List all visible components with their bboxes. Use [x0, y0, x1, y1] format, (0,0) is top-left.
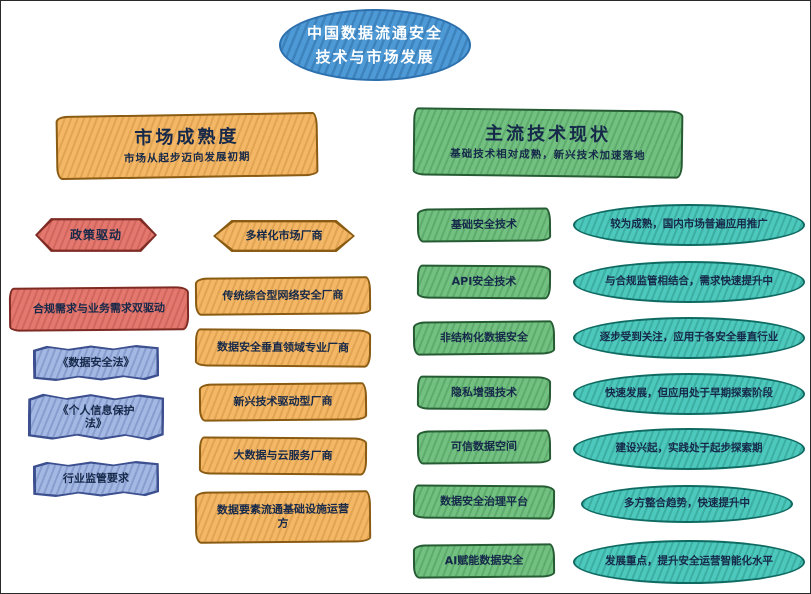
root-topic-line1: 中国数据流通安全 — [306, 24, 443, 42]
tech-status-trusted-data-space: 建设兴起，实践处于起步探索期 — [573, 428, 805, 470]
tech-item-api-security: API安全技术 — [416, 264, 552, 300]
industry-regulation-flag: 行业监管要求 — [33, 458, 159, 499]
tech-item-ai-empowered: AI赋能数据安全 — [412, 543, 556, 579]
tech-status-governance-platform: 多方整合趋势，快速提升中 — [581, 485, 793, 523]
tech-status-api-security: 与合规监管相结合，需求快速提升中 — [573, 261, 805, 303]
vendor-emerging-tech: 新兴技术驱动型厂商 — [198, 382, 368, 422]
vendor-traditional-security: 传统综合型网络安全厂商 — [194, 276, 372, 316]
industry-regulation-label: 行业监管要求 — [35, 461, 156, 497]
tech-status-ai-empowered: 发展重点，提升安全运营智能化水平 — [573, 540, 805, 584]
data-security-law-label: 《数据安全法》 — [35, 345, 156, 381]
tech-status-basic-security: 较为成熟，国内市场普遍应用推广 — [573, 204, 805, 246]
tech-branch-header: 主流技术现状 基础技术相对成熟，新兴技术加速落地 — [412, 107, 684, 179]
market-branch-header: 市场成熟度 市场从起步迈向发展初期 — [55, 111, 319, 181]
tech-item-basic-security: 基础安全技术 — [416, 207, 552, 243]
policy-driver-hexagon: 政策驱动 — [35, 217, 157, 253]
tech-item-unstructured-data: 非结构化数据安全 — [412, 320, 556, 356]
market-subtitle: 市场从起步迈向发展初期 — [123, 151, 251, 166]
root-topic-line2: 技术与市场发展 — [315, 48, 435, 66]
root-topic: 中国数据流通安全 技术与市场发展 — [279, 9, 471, 81]
tech-item-privacy-enhancing: 隐私增强技术 — [416, 375, 552, 411]
personal-info-law-label: 《个人信息保护法》 — [30, 393, 161, 441]
tech-item-governance-platform: 数据安全治理平台 — [412, 484, 556, 520]
vendor-header-label: 多样化市场厂商 — [215, 222, 353, 250]
personal-info-law-flag: 《个人信息保护法》 — [28, 391, 164, 444]
vendor-vertical-specialist: 数据安全垂直领域专业厂商 — [194, 328, 372, 368]
tech-item-trusted-data-space: 可信数据空间 — [416, 429, 552, 465]
policy-driver-label: 政策驱动 — [37, 220, 155, 250]
vendor-infrastructure-operator: 数据要素流通基础设施运营方 — [194, 490, 372, 544]
market-title: 市场成熟度 — [134, 125, 240, 149]
tech-status-privacy-enhancing: 快速发展，但应用处于早期探索阶段 — [573, 373, 805, 415]
vendor-header-hexagon: 多样化市场厂商 — [213, 219, 355, 253]
data-security-law-flag: 《数据安全法》 — [33, 342, 159, 383]
vendor-bigdata-cloud: 大数据与云服务厂商 — [198, 436, 368, 476]
tech-title: 主流技术现状 — [484, 122, 612, 146]
tech-status-unstructured-data: 逐步受到关注，应用于各安全垂直行业 — [573, 317, 805, 359]
tech-subtitle: 基础技术相对成熟，新兴技术加速落地 — [450, 147, 646, 163]
compliance-business-driver-box: 合规需求与业务需求双驱动 — [8, 286, 190, 332]
